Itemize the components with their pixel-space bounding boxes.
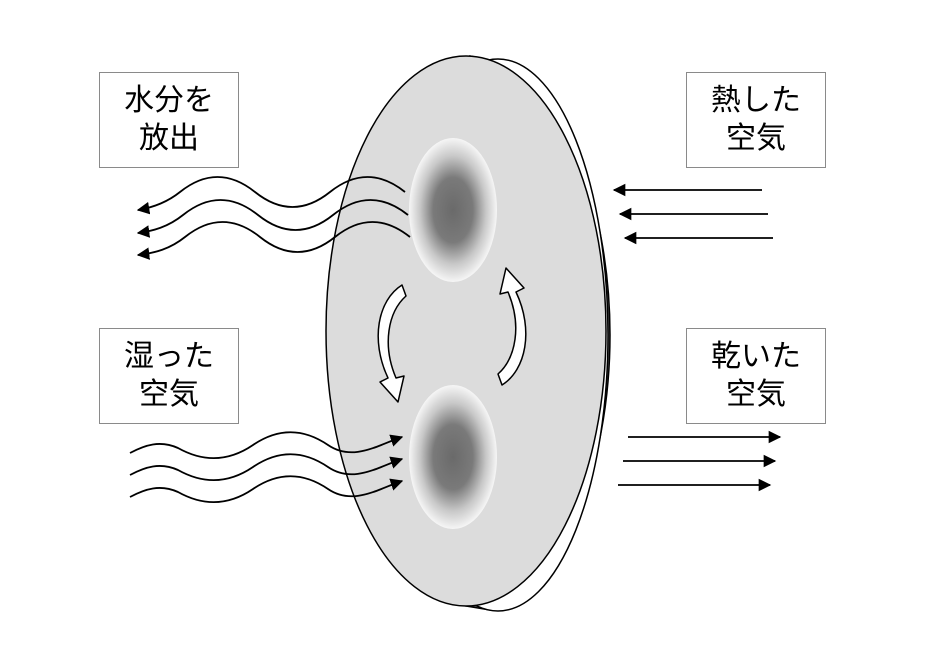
label-humid-air: 湿った 空気 [99, 328, 239, 424]
label-line: 乾いた [711, 339, 801, 374]
wavy-arrow [129, 475, 404, 504]
label-line: 湿った [124, 339, 214, 374]
humid-air-arrows [129, 431, 404, 504]
upper-zone [409, 138, 497, 282]
rotation-arrow-right [497, 267, 527, 386]
wavy-arrow [136, 221, 411, 260]
label-line: 水分を [124, 83, 214, 118]
label-line: 空気 [726, 121, 786, 156]
dry-air-arrows [618, 430, 782, 492]
wavy-arrow [129, 431, 404, 460]
hot-air-arrows [612, 183, 773, 245]
label-line: 空気 [726, 377, 786, 412]
label-dry-air: 乾いた 空気 [686, 328, 826, 424]
label-line: 放出 [139, 121, 199, 156]
lower-zone [409, 385, 497, 529]
wavy-arrow [136, 199, 409, 238]
moisture-release-arrows [136, 176, 411, 260]
wavy-arrow [129, 453, 404, 482]
label-hot-air: 熱した 空気 [686, 72, 826, 168]
label-line: 熱した [711, 83, 801, 118]
wavy-arrow [136, 176, 406, 215]
label-line: 空気 [139, 377, 199, 412]
label-moisture-release: 水分を 放出 [99, 72, 239, 168]
rotation-arrow-left [377, 284, 407, 403]
